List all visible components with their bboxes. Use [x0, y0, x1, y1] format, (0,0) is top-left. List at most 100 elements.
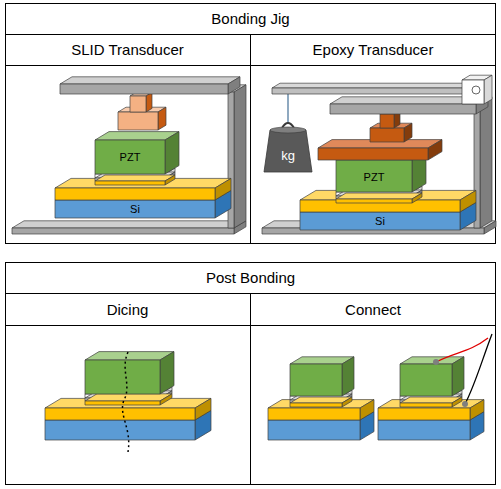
bond-layer-front: [336, 199, 412, 203]
weight-plate: [318, 140, 442, 160]
bond-layer-side: [165, 175, 175, 185]
electrode-pad-front: [45, 408, 195, 420]
part-label: Si: [375, 215, 385, 227]
jig-top-plate-top: [60, 77, 240, 84]
weight-top: [270, 127, 306, 133]
column-header: SLID Transducer: [5, 34, 250, 65]
press-neck-front: [130, 96, 146, 112]
red-wire: [436, 338, 488, 362]
dicing-line: [122, 352, 128, 452]
hinge: [462, 75, 492, 104]
bond-layer-side: [342, 397, 352, 407]
pzt-block: [85, 352, 174, 394]
pzt-block-side: [165, 132, 179, 174]
lever-arm: [272, 83, 476, 94]
bond-layer-side: [160, 394, 172, 405]
lever-arm-front: [272, 88, 468, 94]
hinge-front: [462, 80, 484, 104]
cell-title: SLID Transducer: [71, 41, 184, 58]
column-header: Connect: [250, 293, 496, 325]
column-line: [250, 294, 251, 485]
weight-label: kg: [281, 148, 295, 163]
jig-top-plate: [60, 77, 240, 94]
table-header: Post Bonding: [5, 262, 496, 293]
table-header: Bonding Jig: [5, 3, 496, 34]
jig-base: [12, 221, 246, 234]
press-disk-side: [158, 107, 166, 130]
jig-top-plate-side: [228, 77, 240, 94]
hinge-pin: [472, 86, 480, 94]
electrode-pad: [45, 398, 211, 420]
pzt-block-side: [160, 352, 174, 394]
bond-layer: [290, 397, 352, 407]
hinge-side: [484, 75, 492, 104]
press-neck-front: [380, 114, 394, 128]
bond-layer-top: [336, 193, 422, 199]
press-disk-side: [404, 123, 412, 142]
bond-layer-side: [412, 193, 422, 203]
bond-layer-top: [290, 397, 352, 403]
electrode-pad: [268, 400, 374, 420]
silicon-front: [55, 200, 215, 218]
weight: [264, 130, 312, 172]
bond-layer-front: [95, 181, 165, 185]
electrode-pad-side: [470, 400, 484, 420]
column-line: [250, 35, 251, 244]
part-label: PZT: [120, 151, 141, 163]
press-disk-front: [370, 128, 404, 142]
bond-layer-top: [85, 394, 172, 401]
press-neck-side: [146, 92, 152, 112]
electrode-pad: [300, 190, 476, 212]
cell-title: Connect: [345, 301, 401, 318]
cell-title: Bonding Jig: [211, 10, 289, 27]
pzt-block-side: [452, 357, 464, 396]
pzt-block-front: [336, 160, 412, 192]
electrode-pad-side: [195, 398, 211, 420]
bond-layer: [336, 193, 422, 203]
electrode-pad-side: [460, 190, 476, 212]
silicon-front: [378, 420, 470, 440]
electrode-pad: [55, 178, 231, 200]
silicon-front: [45, 420, 195, 440]
part-label: PZT: [364, 171, 385, 183]
weight-plate-front: [318, 148, 428, 160]
cell-title: Epoxy Transducer: [313, 41, 434, 58]
silicon-front: [300, 212, 460, 230]
electrode-pad-side: [215, 178, 231, 200]
lever-arm-top: [272, 83, 476, 88]
jig-top-plate-front: [330, 104, 476, 114]
table-border: [6, 4, 496, 244]
bond-layer-front: [290, 403, 342, 407]
bond-layer-side: [452, 397, 462, 407]
solder-dot: [462, 401, 468, 407]
electrode-pad-front: [378, 408, 470, 420]
pzt-block-front: [400, 364, 452, 396]
jig-top-plate-front: [60, 84, 228, 94]
part-label: Si: [130, 203, 140, 215]
column-header: Dicing: [5, 293, 250, 325]
electrode-pad-front: [55, 188, 215, 200]
pzt-block: [400, 357, 464, 396]
electrode-pad-front: [268, 408, 360, 420]
electrode-pad-front: [300, 200, 460, 212]
hanger-wire: [287, 94, 289, 124]
jig-base-top: [12, 221, 246, 228]
bond-layer-front: [400, 403, 452, 407]
jig-base-front: [12, 228, 234, 234]
bond-layer-front: [85, 401, 160, 405]
pzt-block-front: [85, 360, 160, 394]
solder-dot: [433, 359, 439, 365]
pzt-block-top: [85, 352, 174, 360]
press-neck: [130, 92, 152, 112]
cell-title: Dicing: [107, 301, 149, 318]
bond-layer: [85, 394, 172, 405]
jig-wall-side: [234, 85, 246, 228]
pzt-block: [95, 132, 179, 174]
silicon-front: [268, 420, 360, 440]
jig-wall: [474, 97, 492, 228]
bond-layer-top: [95, 175, 175, 181]
pzt-block-front: [290, 364, 342, 396]
press-disk-front: [118, 112, 158, 130]
bond-layer: [400, 397, 462, 407]
